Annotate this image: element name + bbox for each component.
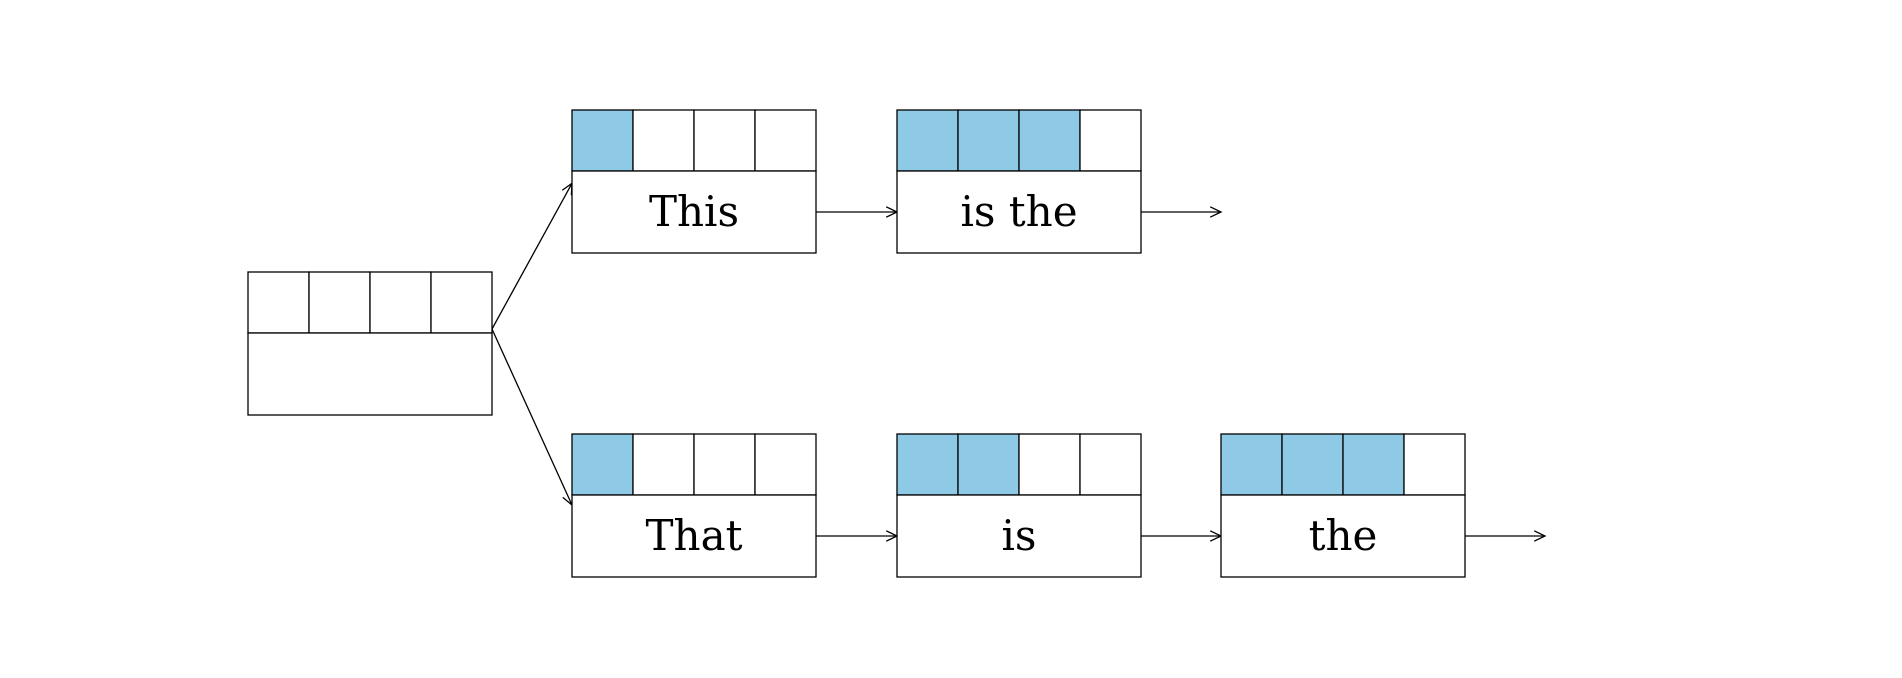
label-box xyxy=(571,170,817,254)
node-label: is the xyxy=(960,187,1077,236)
edge-line xyxy=(491,328,573,506)
node-label: is xyxy=(1002,511,1037,560)
empty-slot xyxy=(1018,433,1081,496)
empty-slot xyxy=(247,271,310,334)
empty-slot xyxy=(693,109,756,172)
label-box xyxy=(896,494,1142,578)
edge-root-that xyxy=(491,328,573,507)
edge-root-this xyxy=(491,181,573,330)
label-box xyxy=(896,170,1142,254)
filled-slot xyxy=(1281,433,1344,496)
node-label: That xyxy=(646,511,743,560)
edges-layer xyxy=(491,181,1547,542)
filled-slot xyxy=(957,109,1020,172)
edge-this-is-the xyxy=(816,206,899,218)
node-label: the xyxy=(1309,511,1378,560)
filled-slot xyxy=(571,433,634,496)
empty-slot xyxy=(693,433,756,496)
empty-slot xyxy=(369,271,432,334)
node-root xyxy=(247,271,493,416)
arrowhead xyxy=(1533,530,1547,542)
empty-slot xyxy=(430,271,493,334)
node-the: the xyxy=(1220,433,1466,578)
filled-slot xyxy=(1018,109,1081,172)
label-box xyxy=(571,494,817,578)
node-is: is xyxy=(896,433,1142,578)
edge-that-is xyxy=(816,530,899,542)
empty-slot xyxy=(1403,433,1466,496)
edge-is-the-next xyxy=(1141,206,1223,218)
empty-slot xyxy=(1079,109,1142,172)
filled-slot xyxy=(957,433,1020,496)
filled-slot xyxy=(896,433,959,496)
filled-slot xyxy=(1220,433,1283,496)
empty-slot xyxy=(632,433,695,496)
edge-the-next xyxy=(1465,530,1547,542)
empty-slot xyxy=(1079,433,1142,496)
empty-slot xyxy=(754,433,817,496)
edge-is-the xyxy=(1141,530,1223,542)
filled-slot xyxy=(896,109,959,172)
empty-slot xyxy=(632,109,695,172)
label-box xyxy=(247,332,493,416)
node-is-the: is the xyxy=(896,109,1142,254)
label-box xyxy=(1220,494,1466,578)
node-label: This xyxy=(649,187,739,236)
node-this: This xyxy=(571,109,817,254)
filled-slot xyxy=(1342,433,1405,496)
arrowhead xyxy=(1209,206,1223,218)
empty-slot xyxy=(308,271,371,334)
edge-line xyxy=(491,182,573,330)
empty-slot xyxy=(754,109,817,172)
node-that: That xyxy=(571,433,817,578)
filled-slot xyxy=(571,109,634,172)
